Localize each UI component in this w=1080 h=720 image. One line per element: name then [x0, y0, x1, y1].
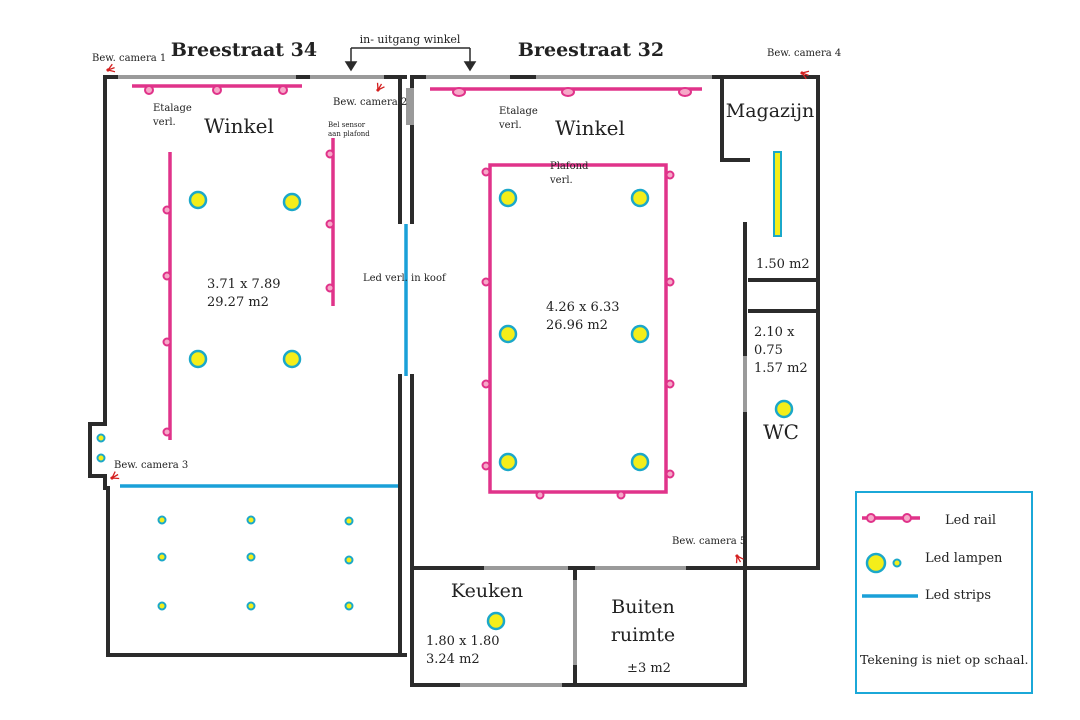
right-display-label: Etalage — [499, 106, 538, 117]
kitchen-area: 3.24 m2 — [426, 652, 480, 667]
storage-title: Magazijn — [726, 100, 815, 122]
entrance-label: in- uitgang winkel — [360, 33, 461, 46]
outdoor-area: ±3 m2 — [627, 661, 671, 676]
wc-size-2: 0.75 — [754, 343, 783, 358]
camera-icon — [107, 470, 121, 483]
left-display-label: Etalage — [153, 103, 192, 114]
led-lamps — [188, 188, 887, 631]
camera-1-label: Bew. camera 1 — [92, 53, 166, 64]
storage-light-strip — [773, 151, 782, 237]
left-shop-title: Winkel — [204, 114, 274, 138]
led-strips — [120, 224, 918, 598]
outdoor-title-2: ruimte — [611, 624, 675, 646]
led-lamps-small — [96, 433, 902, 611]
right-display-label-2: verl. — [498, 120, 522, 131]
kitchen-title: Keuken — [451, 580, 523, 602]
windows — [118, 75, 747, 687]
right-address-title: Breestraat 32 — [518, 39, 664, 61]
camera-3-label: Bew. camera 3 — [114, 460, 188, 471]
legend-note: Tekening is niet op schaal. — [860, 652, 1028, 667]
legend: Led rail Led lampen Led strips Tekening … — [855, 491, 1033, 694]
left-shop-size: 3.71 x 7.89 — [207, 277, 281, 292]
legend-box — [855, 491, 1033, 694]
camera-5-label: Bew. camera 5 — [672, 536, 746, 547]
kitchen-size: 1.80 x 1.80 — [426, 634, 500, 649]
left-shop-area: 29.27 m2 — [207, 295, 269, 310]
left-display-label-2: verl. — [152, 117, 176, 128]
entrance-marker — [344, 47, 477, 72]
legend-strips-label: Led strips — [925, 588, 991, 603]
ceiling-label: Plafond — [550, 161, 589, 172]
sensor-label-2: aan plafond — [328, 130, 370, 138]
wc-size: 2.10 x — [754, 325, 795, 340]
right-shop-title: Winkel — [555, 116, 625, 140]
left-address-title: Breestraat 34 — [171, 39, 317, 61]
camera-icon — [104, 63, 117, 75]
camera-2-label: Bew. camera 2 — [333, 97, 407, 108]
right-shop-size: 4.26 x 6.33 — [546, 300, 620, 315]
wc-area: 1.57 m2 — [754, 361, 808, 376]
wc-title: WC — [763, 420, 799, 444]
outdoor-title: Buiten — [611, 596, 674, 618]
ceiling-label-2: verl. — [549, 175, 573, 186]
led-rail-spots — [144, 85, 912, 523]
legend-rail-label: Led rail — [945, 513, 996, 528]
cove-light-label: Led verl. in koof — [363, 273, 447, 284]
camera-icon — [373, 81, 386, 95]
legend-lamps-label: Led lampen — [925, 551, 1003, 566]
storage-area: 1.50 m2 — [756, 257, 810, 272]
camera-4-label: Bew. camera 4 — [767, 48, 841, 59]
camera-icon — [732, 551, 745, 565]
right-shop-area: 26.96 m2 — [546, 318, 608, 333]
sensor-label: Bel sensor — [328, 121, 366, 129]
